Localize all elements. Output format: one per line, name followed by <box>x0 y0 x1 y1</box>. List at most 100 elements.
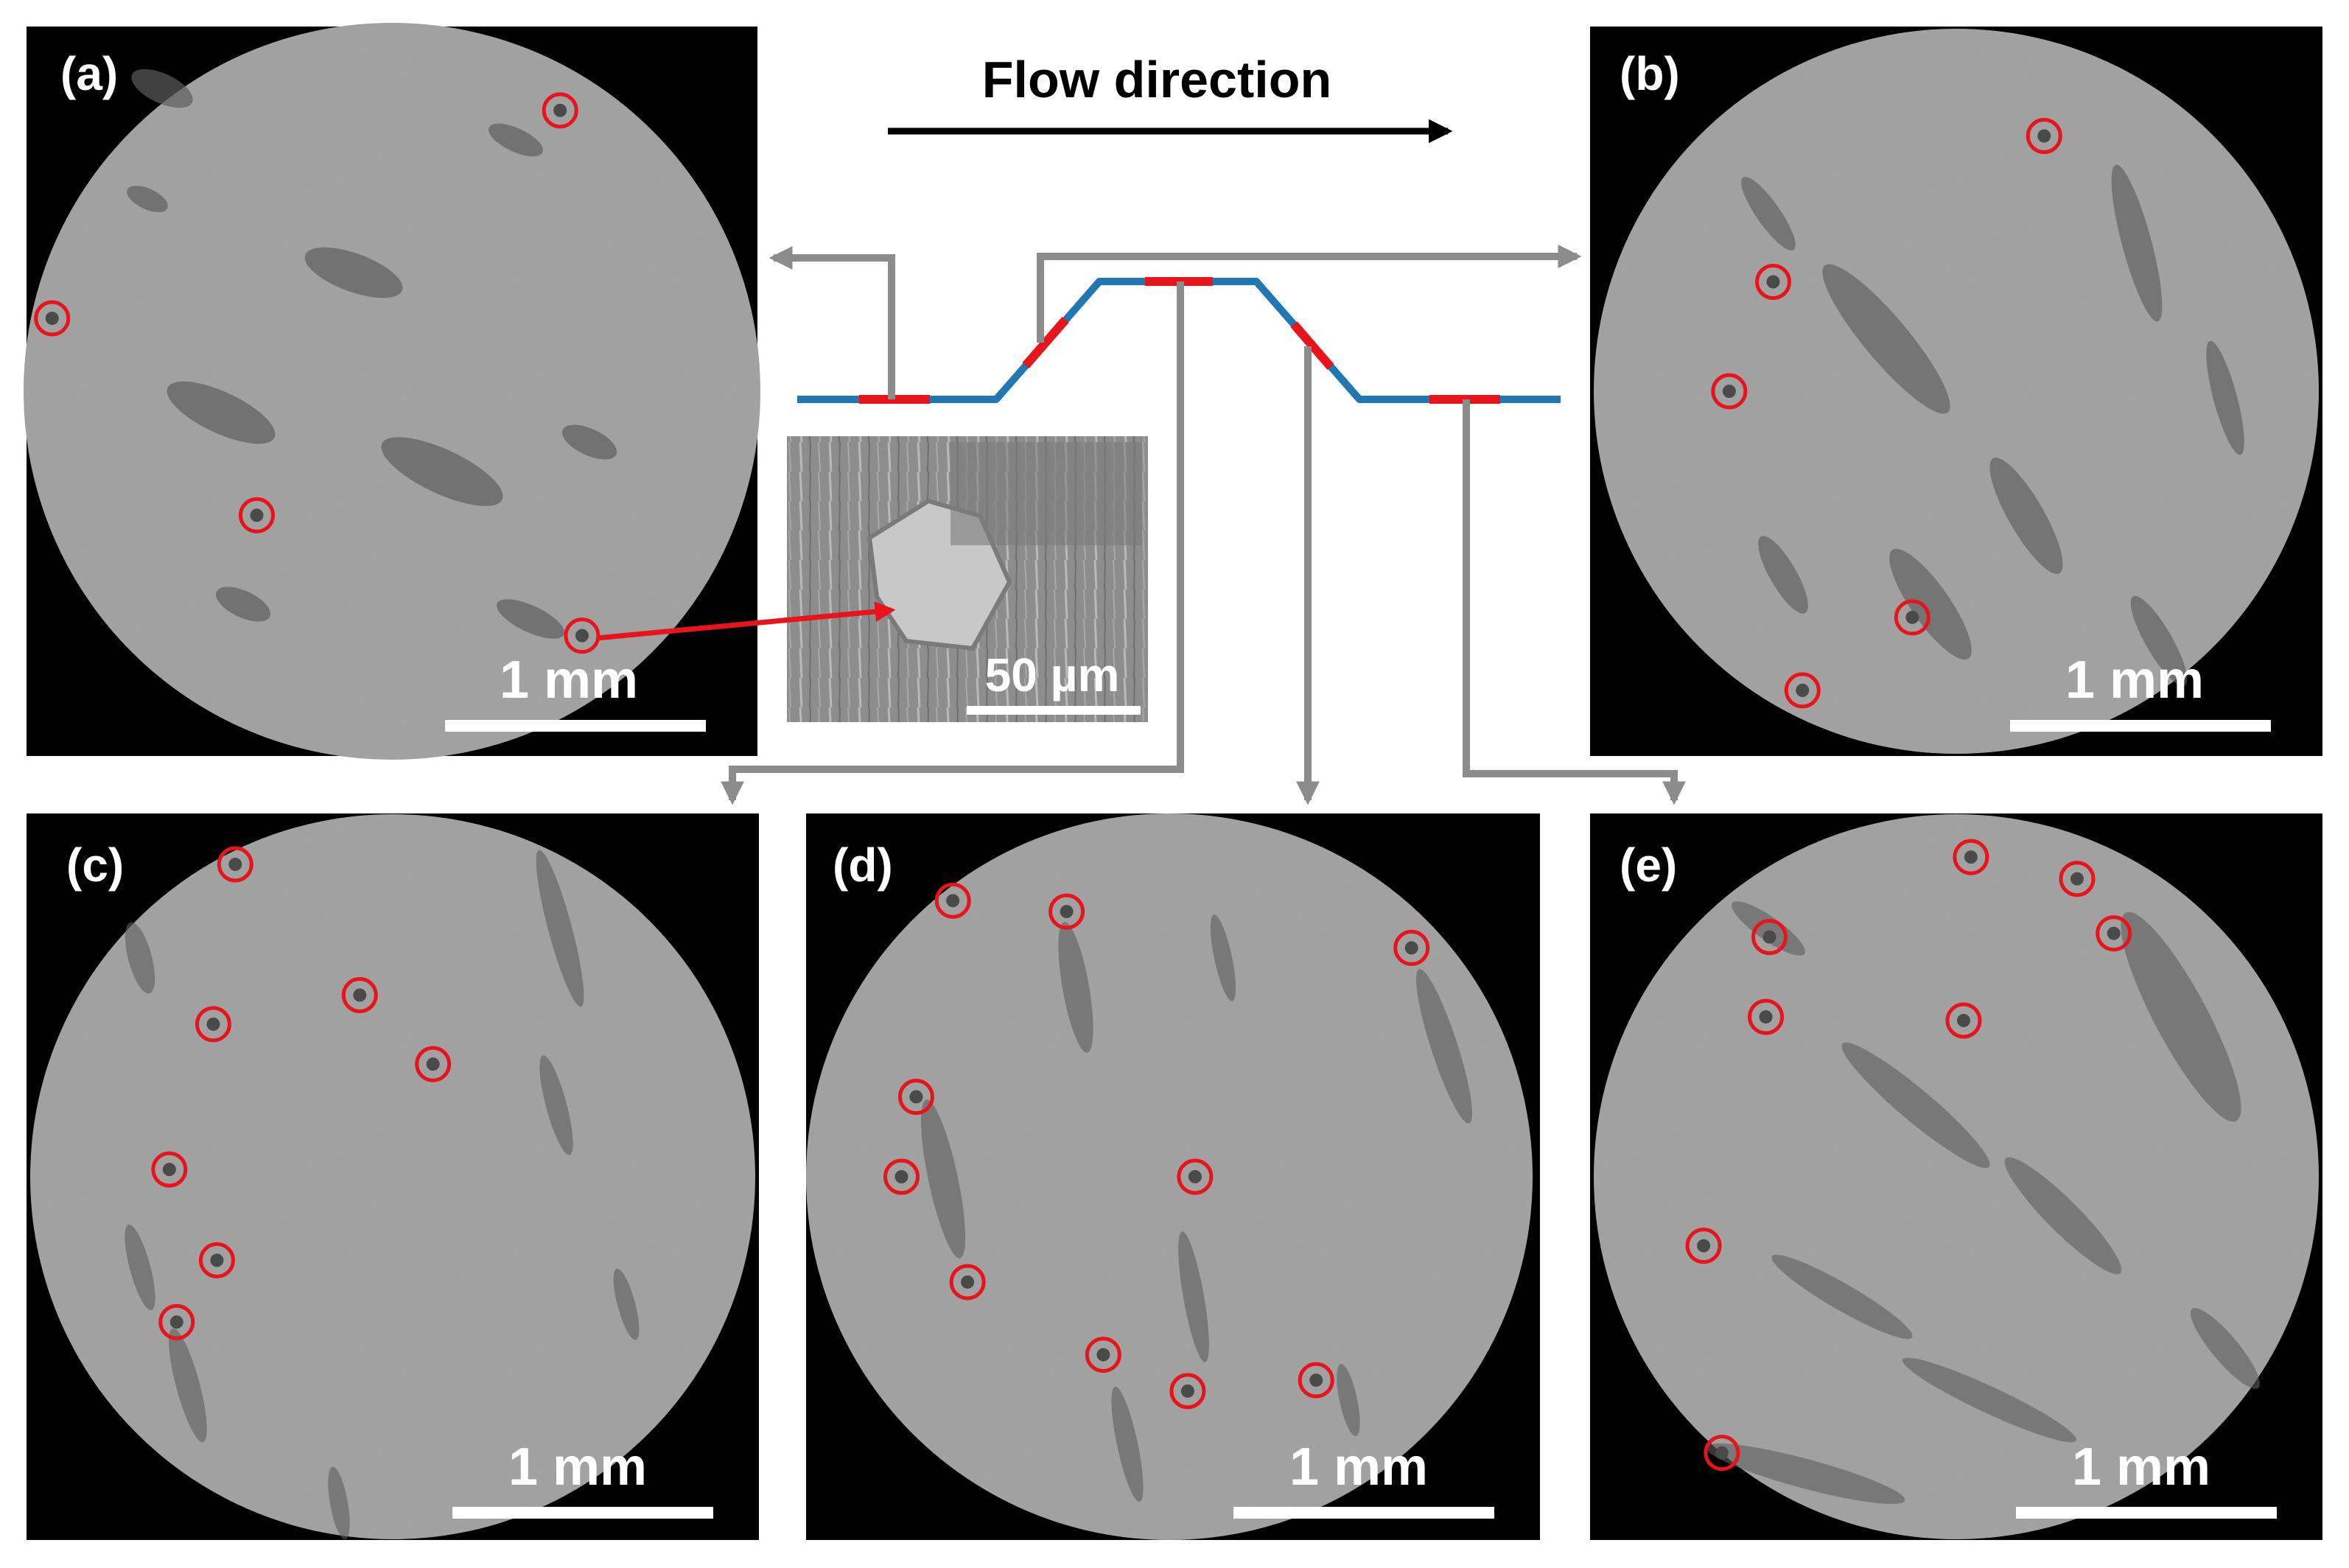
panel-d-particle-6 <box>961 1275 975 1289</box>
panel-c-marker-1 <box>195 1006 231 1043</box>
panel-b-scale-label: 1 mm <box>2065 651 2204 710</box>
panel-d-marker-0 <box>934 882 971 919</box>
panel-c-marker-3 <box>415 1046 452 1082</box>
panel-c-marker-0 <box>217 846 253 883</box>
panel-e-particle-0 <box>1964 850 1978 864</box>
panel-e-marker-7 <box>1704 1435 1740 1471</box>
panel-a-particle-0 <box>553 103 567 117</box>
panel-c-label: (c) <box>66 839 124 892</box>
section-mark-b <box>1022 317 1069 368</box>
panel-a: (a) 1 mm <box>24 23 760 760</box>
arrow-to-e <box>1463 399 1687 805</box>
panel-a-marker-2 <box>238 497 275 533</box>
panel-b-marker-0 <box>2026 118 2062 154</box>
panel-d-streaks <box>920 914 1473 1502</box>
panel-b-marker-4 <box>1784 672 1821 709</box>
particle-markers <box>34 92 2132 1471</box>
panel-c-marker-6 <box>158 1303 195 1340</box>
panel-b-particle-0 <box>2037 129 2051 143</box>
panel-a-particle-1 <box>45 312 59 325</box>
arrow-to-a <box>769 245 895 399</box>
panel-e-particle-5 <box>1956 1014 1970 1028</box>
panel-d-particle-1 <box>1060 905 1074 919</box>
panel-e-label: (e) <box>1620 839 1677 892</box>
panel-e-particle-1 <box>2070 872 2084 886</box>
panel-c-particle-0 <box>228 858 242 872</box>
panel-b-particle-1 <box>1766 275 1780 289</box>
panel-e-marker-6 <box>1685 1228 1722 1264</box>
panel-d-particle-2 <box>1404 941 1418 955</box>
panel-d: (d) 1 mm <box>806 813 1540 1540</box>
flow-direction: Flow direction <box>888 51 1453 144</box>
panel-c-particle-6 <box>169 1315 183 1329</box>
panel-b-particle-3 <box>1905 610 1919 624</box>
panel-d-marker-9 <box>1298 1362 1334 1399</box>
panel-b-marker-1 <box>1755 264 1791 300</box>
panel-c-particle-4 <box>162 1163 176 1177</box>
panel-b: (b) 1 mm <box>1590 27 2322 756</box>
panel-c-marker-2 <box>341 977 378 1013</box>
panel-d-particle-7 <box>1096 1348 1110 1362</box>
panel-d-particle-8 <box>1180 1384 1194 1398</box>
panel-c-particle-3 <box>426 1057 440 1071</box>
panel-c-particle-5 <box>210 1253 224 1267</box>
panel-e-marker-2 <box>1751 919 1788 956</box>
panel-c-marker-4 <box>151 1151 188 1188</box>
panel-d-marker-2 <box>1393 929 1430 966</box>
panel-e-scale-label: 1 mm <box>2072 1438 2210 1497</box>
panel-d-particle-4 <box>895 1170 909 1183</box>
panel-a-particle-3 <box>575 629 589 643</box>
panel-e-marker-4 <box>1748 998 1785 1035</box>
panel-e-streaks <box>1705 901 2261 1505</box>
panel-e-particle-4 <box>1759 1010 1773 1024</box>
panel-c-scale-label: 1 mm <box>508 1438 647 1497</box>
panel-c-streaks <box>125 850 640 1540</box>
panel-e-particle-2 <box>1762 930 1776 944</box>
panel-c-particle-2 <box>353 988 367 1002</box>
panel-d-marker-1 <box>1049 893 1085 930</box>
panel-b-particle-4 <box>1796 683 1810 697</box>
panel-a-particle-2 <box>250 508 264 522</box>
panel-b-label: (b) <box>1620 47 1680 100</box>
inset-micrograph: 50 µm <box>787 436 1148 722</box>
panel-b-marker-3 <box>1894 599 1930 636</box>
panel-a-label: (a) <box>60 47 118 100</box>
panel-d-marker-8 <box>1169 1373 1206 1410</box>
callout-arrow <box>596 601 896 641</box>
arrow-to-b <box>1037 244 1582 343</box>
panel-c: (c) 1 mm <box>27 813 759 1540</box>
flow-direction-label: Flow direction <box>982 51 1331 108</box>
arrow-to-c <box>720 281 1184 805</box>
panel-e-marker-0 <box>1953 839 1989 875</box>
panel-a-marker-0 <box>542 92 578 129</box>
panel-d-particle-3 <box>909 1090 923 1104</box>
panel-d-particle-0 <box>946 894 960 908</box>
panel-d-marker-6 <box>949 1264 986 1301</box>
panel-e-marker-1 <box>2059 861 2096 897</box>
panel-d-label: (d) <box>833 839 893 892</box>
panel-d-scale-label: 1 mm <box>1289 1438 1428 1497</box>
section-mark-d <box>1290 321 1334 370</box>
panel-c-particle-1 <box>206 1017 220 1031</box>
panel-e: (e) 1 mm <box>1590 813 2322 1540</box>
panel-d-marker-3 <box>897 1079 934 1116</box>
panel-a-streaks <box>127 69 617 639</box>
panel-a-scale-label: 1 mm <box>500 651 638 710</box>
panel-e-marker-3 <box>2096 915 2132 952</box>
panel-a-marker-1 <box>34 300 71 337</box>
panel-d-particle-5 <box>1188 1170 1202 1183</box>
panel-e-marker-5 <box>1945 1002 1982 1039</box>
connector-arrows <box>720 244 1687 805</box>
panel-e-particle-6 <box>1697 1239 1711 1253</box>
panel-e-particle-7 <box>1715 1446 1729 1460</box>
panel-d-particle-9 <box>1309 1373 1323 1387</box>
inset-scale-label: 50 µm <box>985 648 1120 701</box>
panel-e-particle-3 <box>2107 926 2121 940</box>
panel-b-marker-2 <box>1711 373 1748 410</box>
panel-b-particle-2 <box>1722 385 1736 398</box>
panel-c-marker-5 <box>198 1242 235 1278</box>
panel-b-streaks <box>1741 164 2244 687</box>
panel-d-marker-7 <box>1085 1337 1121 1373</box>
panel-d-marker-4 <box>883 1158 920 1195</box>
